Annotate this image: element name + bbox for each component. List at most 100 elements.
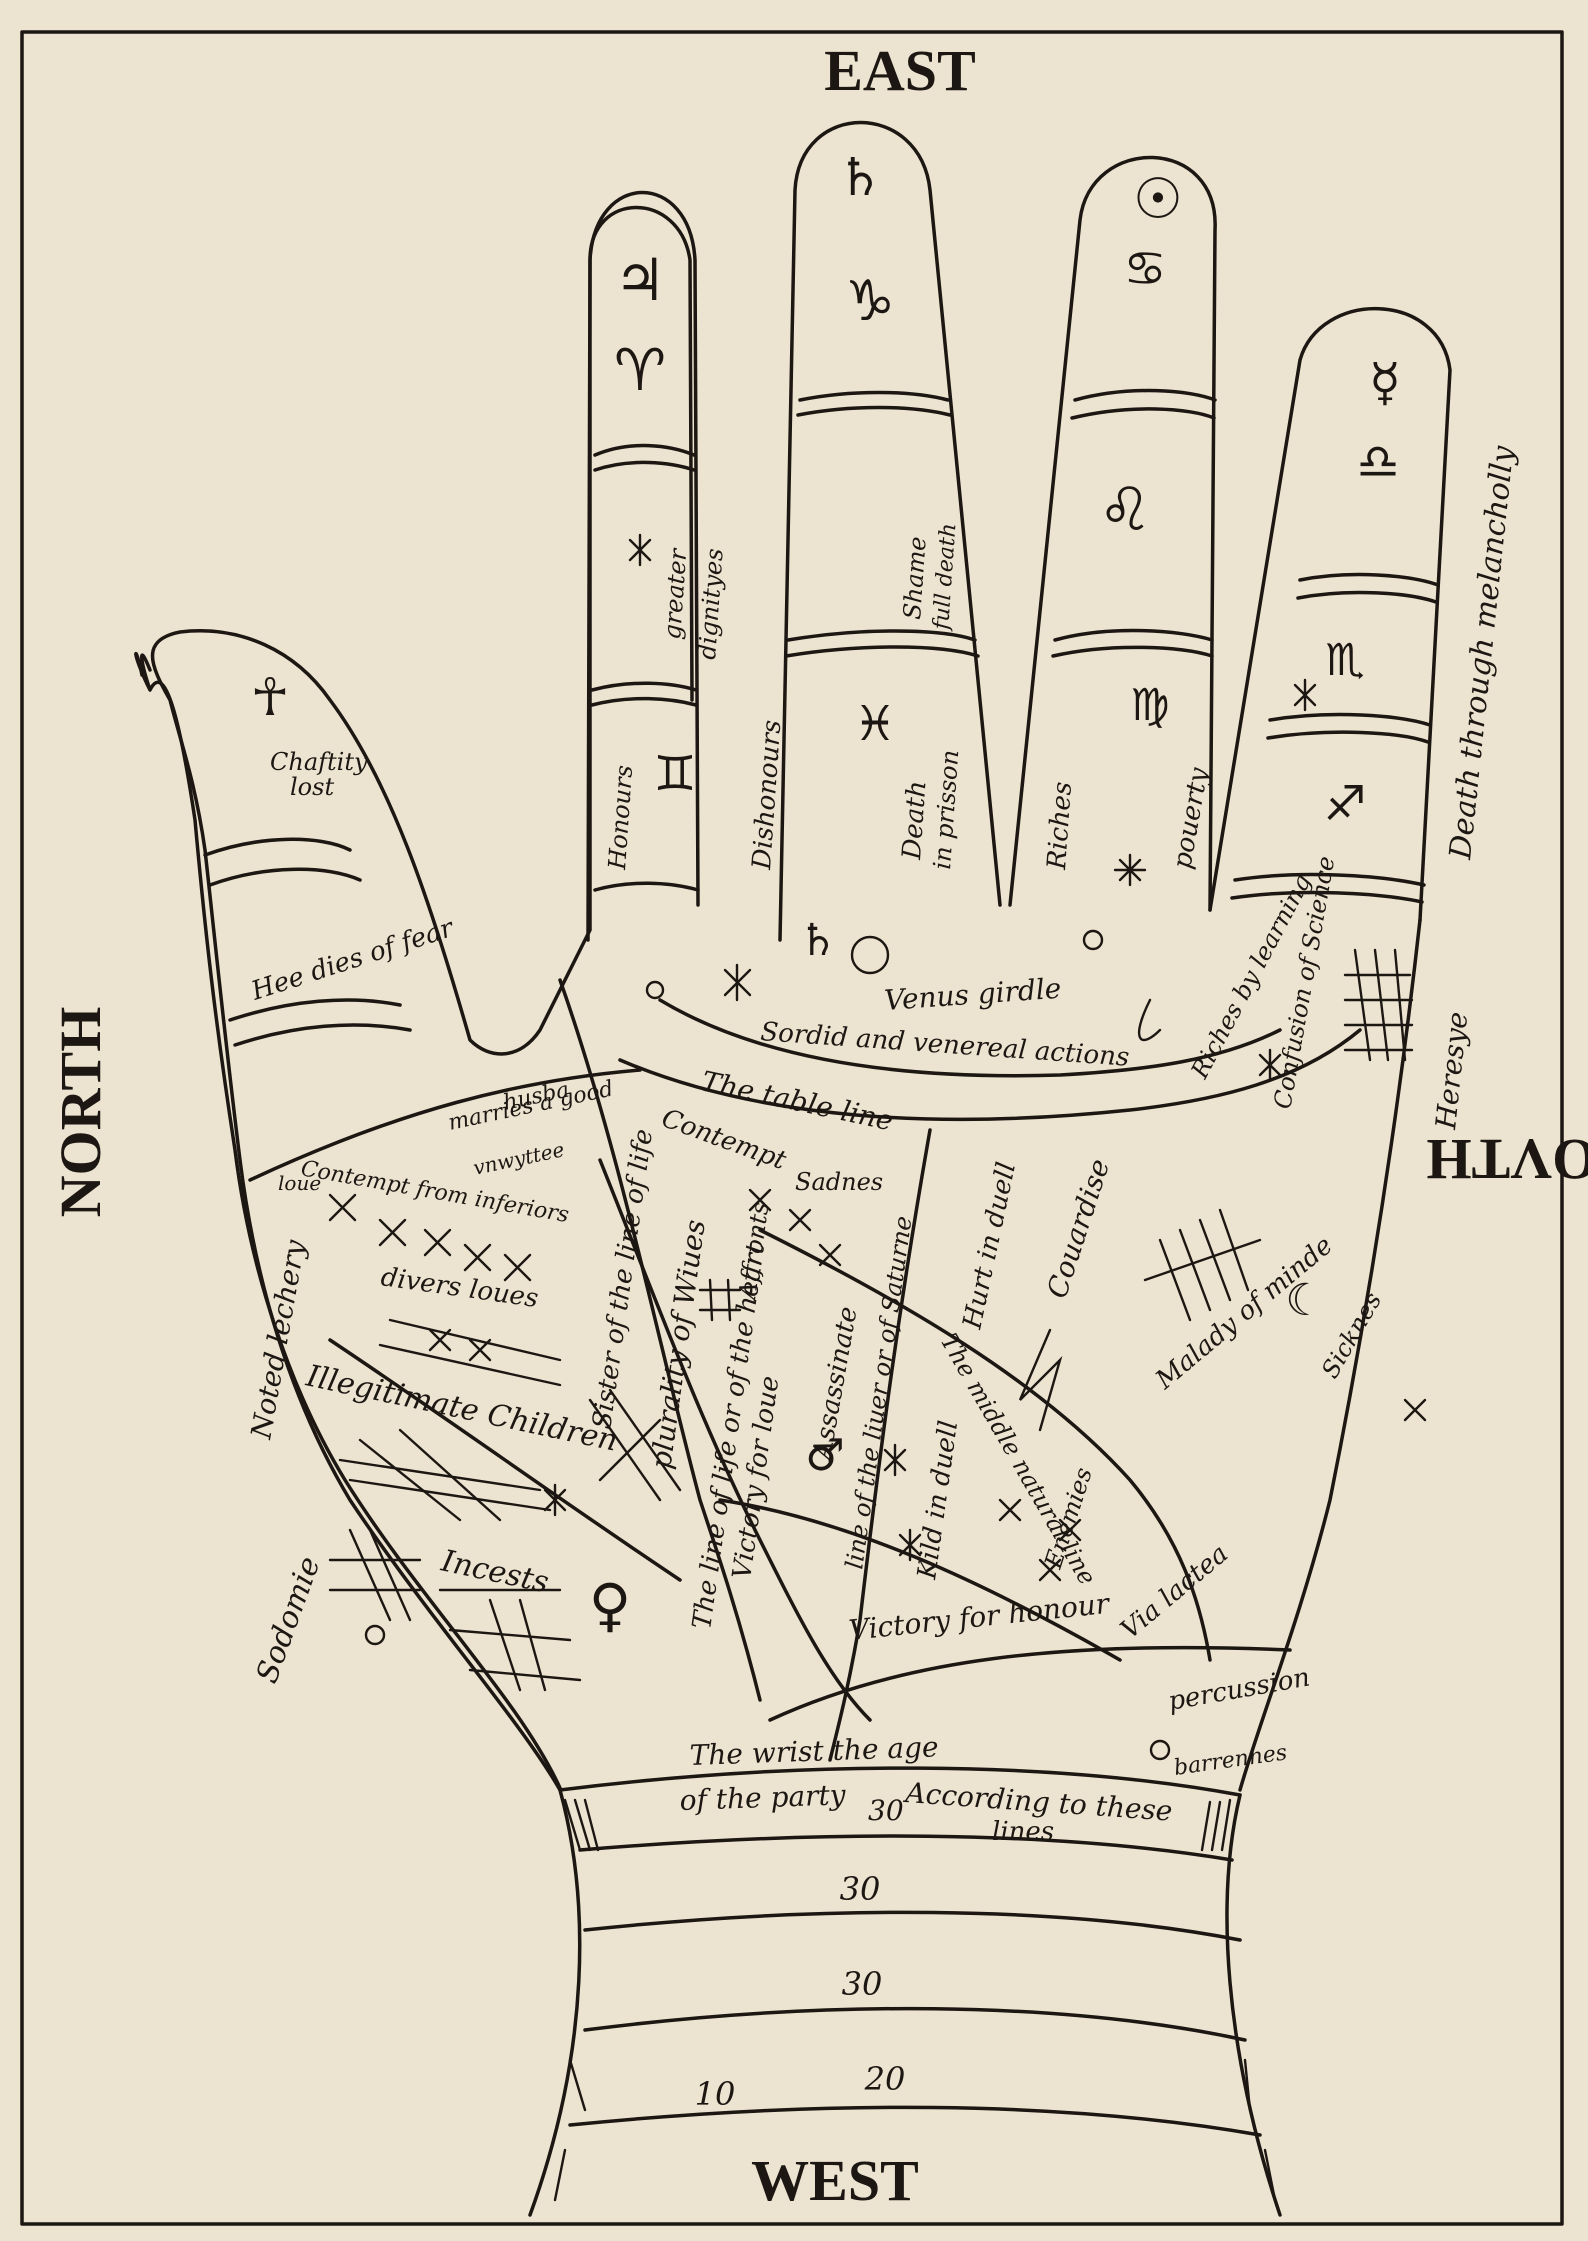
label-riches: Riches [1042,781,1078,872]
sun-icon: ☉ [1133,167,1183,232]
label-plurality-wives: plurality of Wiues [644,1218,712,1471]
aries-icon: ♈ [614,336,666,404]
label-contempt: Contempt [658,1103,791,1176]
ring-finger [1008,155,1217,912]
direction-north: NORTH [48,1007,113,1218]
label-venus-girdle: Venus girdle [883,972,1062,1017]
jupiter-icon: ♃ [614,246,666,314]
label-chastity-lost: lost [290,773,334,801]
label-via-lactea: Via lactea [1115,1539,1234,1646]
saturn-base-icon: ♄ [798,915,837,966]
palm-right-edge [1238,918,1422,1792]
frame-border [20,30,1564,2226]
venus-girdle-line [658,998,1282,1078]
palm-lines [248,978,1362,1762]
label-liver-line: line of the liuer or of Saturne [840,1214,917,1571]
direction-south: SOVTH [1426,1127,1588,1192]
wrist-left-edge [528,1788,582,2217]
natural-line [758,1228,1212,1662]
label-ten: 10 [695,2075,736,2113]
label-heresye: Heresye [1429,1010,1474,1132]
label-loue: loue [278,1171,321,1195]
percussion-line [768,1645,1292,1722]
sagittarius-icon: ♐ [1323,776,1366,832]
label-lines: lines [992,1817,1054,1847]
label-thirty-b: 30 [840,1870,881,1908]
saturn-icon: ♄ [837,148,884,208]
libra-icon: ♎ [1356,434,1399,490]
wrist-band-1 [558,1766,1242,1797]
label-victory-honour: Victory for honour [847,1587,1112,1647]
direction-west: WEST [751,2148,919,2213]
gemini-icon: ♊ [653,746,696,802]
label-wrist-age: The wrist the age [689,1730,939,1772]
sister-line [598,1158,872,1722]
ankh-icon: ☥ [251,668,290,728]
label-sadnes: Sadnes [795,1168,883,1196]
scorpio-icon: ♏ [1325,635,1364,686]
hand-outline [134,651,562,1790]
index-finger [586,190,700,942]
venus-icon: ♀ [589,1571,631,1639]
x-marks [328,1188,1427,1582]
label-incests: Incests [437,1543,551,1600]
label-dies-fear: Hee dies of fear [247,913,459,1007]
label-hurt-duell: Hurt in duell [957,1160,1022,1333]
label-middle-line: The middle natural line [935,1329,1102,1590]
label-percussion: percussion [1166,1662,1312,1716]
small-circles [364,929,1171,1761]
label-barrennes: barrennes [1172,1740,1288,1781]
thumb-creases [203,837,412,1047]
label-death-prison: Death [897,780,933,862]
via-lactea-line [718,1498,1122,1662]
lower-crossing-line [328,1338,682,1582]
label-death-melancholy: Death through melancholly [1443,443,1521,862]
star-marks [543,533,1317,1562]
label-dignityes: dignityes [693,547,729,660]
little-finger [1208,306,1452,922]
label-shame: Shame [898,535,932,620]
label-thirty-a: 30 [868,1794,904,1827]
label-unwitte: vnwyttee [471,1137,566,1180]
label-greater: greater [658,546,692,640]
direction-east: EAST [824,38,976,103]
moon-icon: ☾ [1285,1275,1324,1326]
label-sordid: Sordid and venereal actions [760,1017,1131,1073]
pisces-icon: ♓ [853,696,896,752]
wrist-band-4 [583,2006,1247,2042]
label-cowardise: Couardise [1040,1155,1116,1302]
table-line [618,1028,1362,1122]
thumb-and-palm-outline [150,205,694,1792]
label-noted-lechery: Noted lechery [244,1236,312,1442]
mercury-icon: ☿ [1369,353,1401,413]
label-honours: Honours [603,764,638,871]
line-of-life [558,978,762,1702]
label-full-death: full death [929,522,962,632]
wrist-band-3 [583,1910,1242,1942]
leo-icon: ♌ [1098,475,1152,545]
label-sodomie: Sodomie [250,1552,328,1688]
label-twenty: 20 [864,2060,906,2098]
label-thirty-c: 30 [842,1965,883,2003]
label-chastity: Chaftity [270,748,368,776]
mars-icon: ♂ [805,1430,844,1481]
wrist-right-edge [1225,1793,1282,2217]
wrist-band-2 [578,1834,1234,1862]
label-sicknes: Sicknes [1316,1288,1387,1383]
cancer-icon: ♋ [1123,241,1166,297]
label-kild-duell: Kild in duell [912,1419,964,1582]
finger-creases [590,388,1440,904]
middle-finger [778,120,1002,942]
saturn-line [828,1128,932,1762]
wrist-band-5 [568,2105,1262,2137]
virgo-icon: ♍ [1130,680,1169,731]
wrist-shading [553,1798,1277,2202]
capricorn-icon: ♑ [845,269,895,334]
label-poverty: pouerty [1167,765,1214,871]
label-in-prison: in prisson [928,749,964,870]
label-of-party: of the party [679,1778,847,1817]
hatchings [328,948,1414,1692]
label-assassinate: Assassinate [807,1304,864,1463]
